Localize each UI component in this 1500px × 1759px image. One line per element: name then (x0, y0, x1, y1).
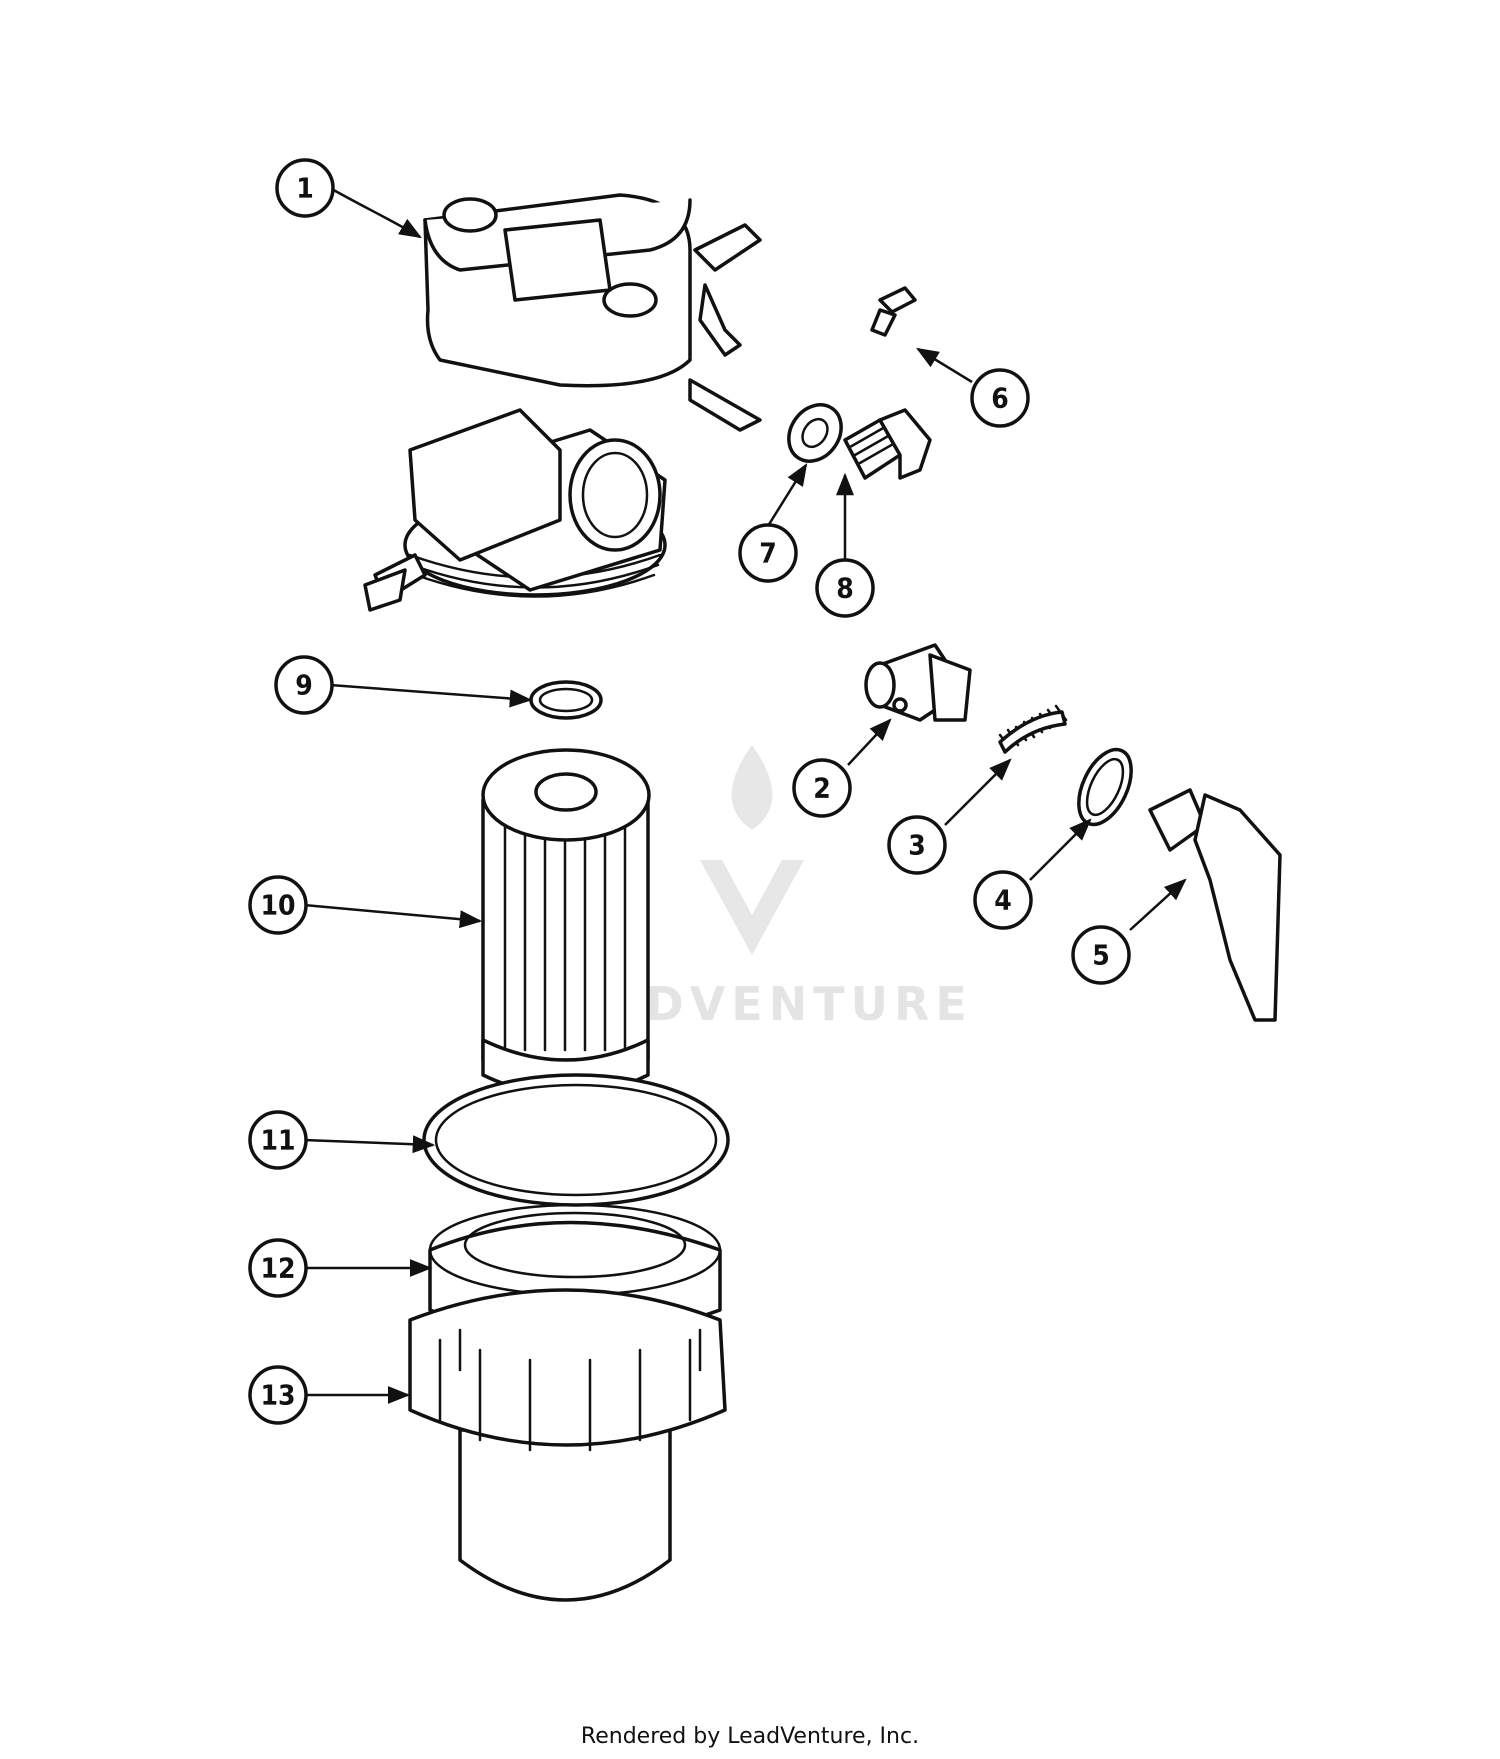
callout-label: 4 (994, 884, 1012, 917)
callout-5: 5 (1071, 925, 1131, 985)
callout-9: 9 (274, 655, 334, 715)
callout-12: 12 (248, 1238, 308, 1298)
part-10-filter-element (481, 748, 651, 1097)
part-4-washer (1077, 747, 1133, 827)
watermark-flame-icon (700, 745, 804, 955)
callout-label: 5 (1092, 939, 1110, 972)
part-13-bowl-and-nut (408, 1288, 727, 1602)
callout-11: 11 (248, 1110, 308, 1170)
callout-label: 11 (260, 1124, 295, 1157)
callout-label: 13 (260, 1379, 295, 1412)
callout-1: 1 (275, 158, 335, 218)
callout-label: 12 (260, 1252, 295, 1285)
footer-credit: Rendered by LeadVenture, Inc. (580, 1724, 920, 1749)
callout-8: 8 (815, 558, 875, 618)
callout-label: 7 (759, 537, 777, 570)
callout-label: 8 (836, 572, 854, 605)
part-6-screw (870, 286, 917, 337)
callout-2: 2 (792, 758, 852, 818)
callout-4: 4 (973, 870, 1033, 930)
callout-label: 9 (295, 669, 313, 702)
part-7-washer (787, 403, 843, 463)
part-11-large-o-ring (422, 1073, 730, 1207)
callout-label: 2 (813, 772, 831, 805)
callout-label: 6 (991, 382, 1009, 415)
callout-10: 10 (248, 875, 308, 935)
part-3-spring (998, 704, 1068, 754)
callout-6: 6 (970, 368, 1030, 428)
callout-label: 3 (908, 829, 926, 862)
callout-3: 3 (887, 815, 947, 875)
callout-label: 1 (296, 172, 314, 205)
part-9-o-ring (529, 680, 603, 720)
callout-13: 13 (248, 1365, 308, 1425)
part-1-valve-body (363, 193, 762, 612)
part-8-bolt (843, 408, 932, 480)
callout-label: 10 (260, 889, 295, 922)
callout-7: 7 (738, 523, 798, 583)
part-5-lever-handle (1148, 788, 1282, 1022)
part-2-valve-stem (864, 643, 972, 722)
